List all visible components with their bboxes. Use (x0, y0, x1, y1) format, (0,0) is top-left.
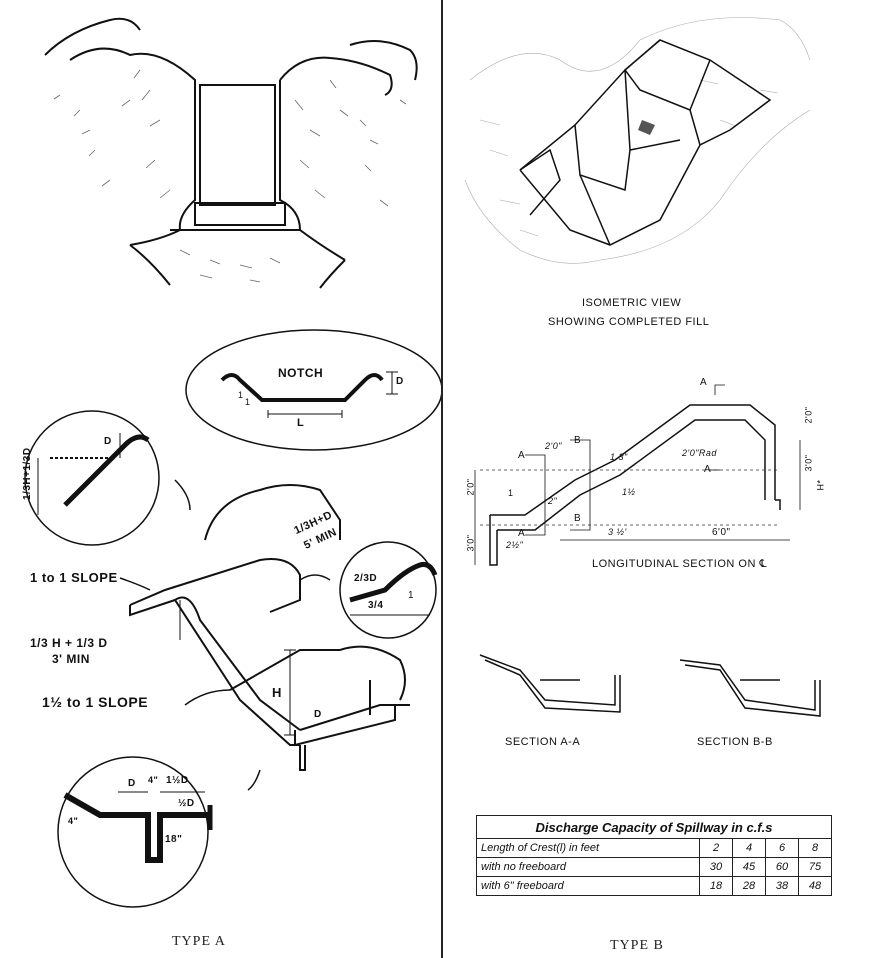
dim-one: 1 (508, 488, 514, 498)
table-row: with 6" freeboard 18 28 38 48 (476, 876, 832, 896)
crest-depth-label: D (104, 436, 112, 447)
table-cell: 6 (765, 838, 799, 858)
section-bb-drawing (679, 659, 821, 717)
sidewall-detail-circle (339, 541, 437, 639)
isometric-caption-line2: SHOWING COMPLETED FILL (548, 316, 710, 328)
base-detail-circle (57, 756, 209, 908)
section-aa-drawing (479, 654, 621, 713)
dim-6ft: 6'0" (712, 527, 731, 538)
table-cell: 48 (798, 876, 832, 896)
table-cell: 38 (765, 876, 799, 896)
notch-depth-label: D (396, 376, 404, 387)
base-4in-label: 4" (68, 816, 79, 826)
table-cell: 8 (798, 838, 832, 858)
dim-2ft-right: 2'0" (803, 406, 814, 424)
base-18-label: 18" (165, 834, 183, 845)
notch-slope-label-2: 1 (245, 397, 251, 407)
dim-2ft-radius: 2'0"Rad (682, 448, 717, 458)
dim-2half-in: 2½" (506, 540, 524, 550)
longitudinal-section-drawing (489, 404, 781, 566)
dim-1half: 1½ (622, 487, 636, 497)
section-bb-caption: SECTION B-B (697, 736, 773, 748)
slope-1to1-label: 1 to 1 SLOPE (30, 570, 118, 585)
depth-label: D (314, 709, 322, 720)
row-label: with no freeboard (476, 857, 700, 877)
table-cell: 45 (732, 857, 766, 877)
table-cell: 60 (765, 857, 799, 877)
slope-15to1-label: 1½ to 1 SLOPE (42, 694, 149, 710)
sidewall-34-label: 3/4 (368, 600, 384, 611)
dim-3half-ft: 3 ½' (608, 527, 627, 537)
base-4-label: 4" (148, 775, 159, 785)
section-mark-b-bottom: B (574, 513, 582, 524)
row-label: with 6" freeboard (476, 876, 700, 896)
longitudinal-section-caption: LONGITUDINAL SECTION ON ℄ (592, 558, 768, 570)
notch-profile (220, 373, 384, 402)
dim-2ft-left: 2'0" (465, 478, 476, 496)
isometric-caption-line1: ISOMETRIC VIEW (582, 297, 682, 309)
dim-1-3in: 1 3" (610, 452, 628, 462)
table-cell: 28 (732, 876, 766, 896)
center-divider (441, 0, 443, 958)
section-mark-a-right: A (704, 464, 712, 475)
notch-title: NOTCH (278, 366, 324, 380)
height-label: H (272, 685, 282, 700)
type-b-caption: TYPE B (610, 938, 664, 953)
dim-2in: 2" (548, 496, 558, 506)
base-half-d-label: ½D (178, 798, 195, 809)
dim-3ft-right: 3'0" (803, 454, 814, 472)
crest-detail-circle (24, 410, 160, 546)
discharge-capacity-table: Discharge Capacity of Spillway in c.f.s … (476, 815, 832, 896)
base-d-label: D (128, 778, 136, 789)
fill-formula-label: 1/3 H + 1/3 D (30, 636, 108, 650)
dim-2ft-top: 2'0" (545, 441, 562, 451)
table-title: Discharge Capacity of Spillway in c.f.s (476, 815, 832, 839)
row-label: Length of Crest(l) in feet (476, 838, 700, 858)
section-mark-a-left: A (518, 450, 526, 461)
table-cell: 75 (798, 857, 832, 877)
section-aa-caption: SECTION A-A (505, 736, 581, 748)
section-mark-a-bottom: A (518, 528, 526, 539)
base-1half-d-label: 1½D (166, 775, 189, 786)
table-cell: 30 (699, 857, 733, 877)
section-mark-b-top: B (574, 435, 582, 446)
notch-length-label: L (297, 417, 305, 429)
table-cell: 4 (732, 838, 766, 858)
notch-callout (185, 329, 441, 451)
table-row: Length of Crest(l) in feet 2 4 6 8 (476, 838, 832, 858)
notch-slope-label: 1 (238, 390, 244, 400)
table-row: with no freeboard 30 45 60 75 (476, 857, 832, 877)
type-a-caption: TYPE A (172, 934, 226, 949)
sidewall-23d-label: 2/3D (354, 573, 378, 584)
type-a-perspective-sketch (44, 17, 418, 289)
dim-3ft-left: 3'0" (465, 534, 476, 552)
sidewall-one-label: 1 (408, 590, 415, 601)
fill-min-label: 3' MIN (52, 652, 90, 666)
table-cell: 2 (699, 838, 733, 858)
table-cell: 18 (699, 876, 733, 896)
type-a-spillway-drawing (24, 329, 441, 908)
dim-height: H* (815, 479, 826, 491)
section-mark-a-top: A (700, 377, 708, 388)
